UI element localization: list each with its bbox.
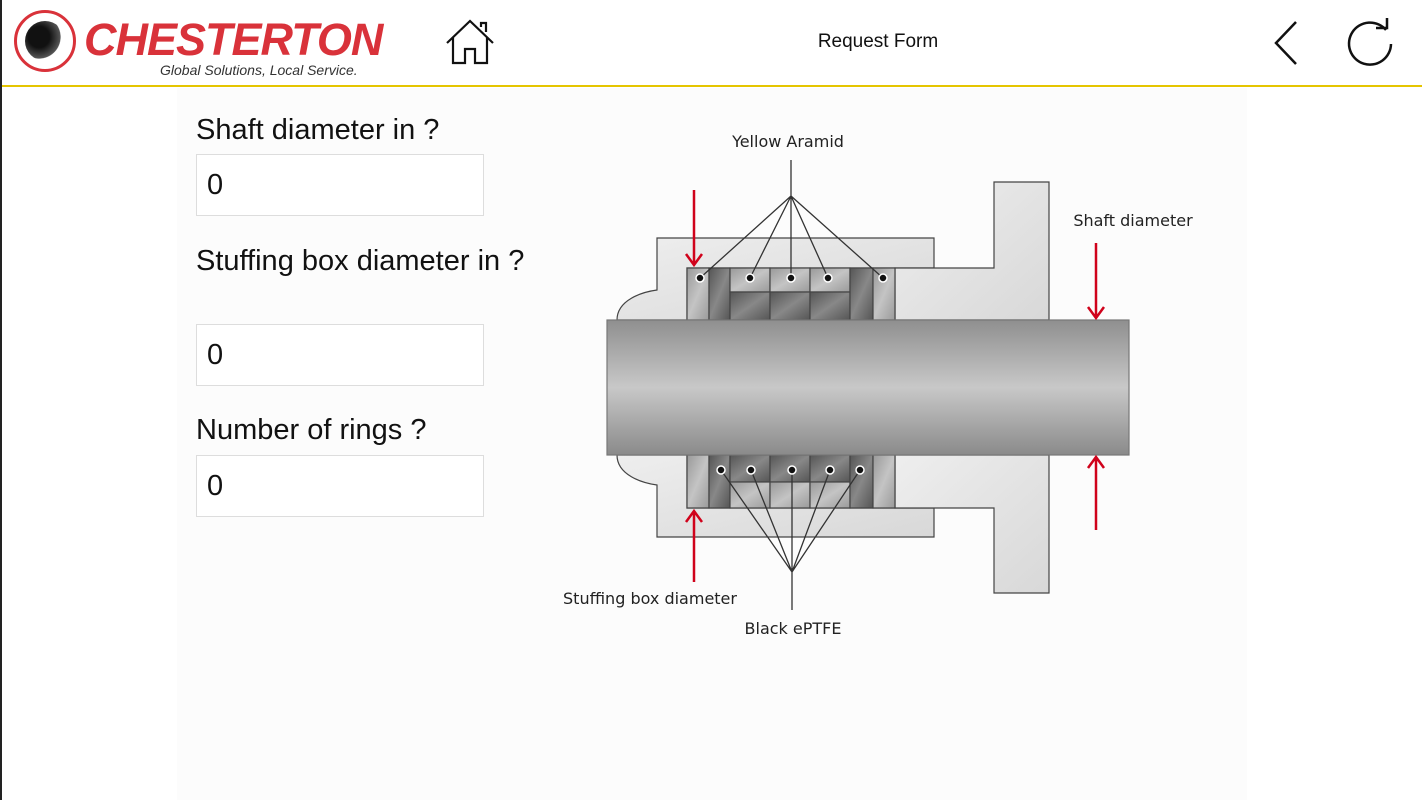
stuffing-box-arrow-top: [684, 190, 704, 268]
app-header: CHESTERTON Global Solutions, Local Servi…: [2, 0, 1422, 87]
black-eptfe-label: Black ePTFE: [745, 619, 842, 638]
stuffing-box-diameter-input[interactable]: [196, 324, 484, 386]
chesterton-logo: CHESTERTON Global Solutions, Local Servi…: [14, 8, 404, 80]
page-title: Request Form: [817, 31, 939, 52]
stuffing-box-diameter-diagram-label: Stuffing box diameter: [563, 589, 737, 608]
refresh-icon[interactable]: [1344, 16, 1396, 68]
shaft-diameter-input[interactable]: [196, 154, 484, 216]
packing-rings-bottom: [686, 454, 896, 509]
number-of-rings-input[interactable]: [196, 455, 484, 517]
stuffing-box-arrow-bottom: [684, 508, 704, 582]
stuffing-box-diameter-label: Stuffing box diameter in ?: [196, 245, 525, 277]
logo-name: CHESTERTON: [84, 14, 383, 65]
black-eptfe-leaders: [720, 469, 861, 610]
yellow-aramid-label: Yellow Aramid: [731, 132, 844, 151]
shaft-arrow-bottom: [1086, 454, 1106, 530]
home-icon[interactable]: [444, 18, 496, 66]
shaft-diameter-diagram-label: Shaft diameter: [1073, 211, 1193, 230]
yellow-aramid-leaders: [699, 160, 884, 279]
shaft-arrow-top: [1086, 243, 1106, 321]
number-of-rings-label: Number of rings ?: [196, 414, 427, 446]
back-chevron-icon[interactable]: [1268, 18, 1304, 68]
shaft: [606, 319, 1130, 456]
globe-icon: [14, 10, 76, 72]
logo-tagline: Global Solutions, Local Service.: [160, 62, 358, 78]
shaft-diameter-label: Shaft diameter in ?: [196, 114, 440, 146]
packing-rings-top: [686, 267, 896, 321]
